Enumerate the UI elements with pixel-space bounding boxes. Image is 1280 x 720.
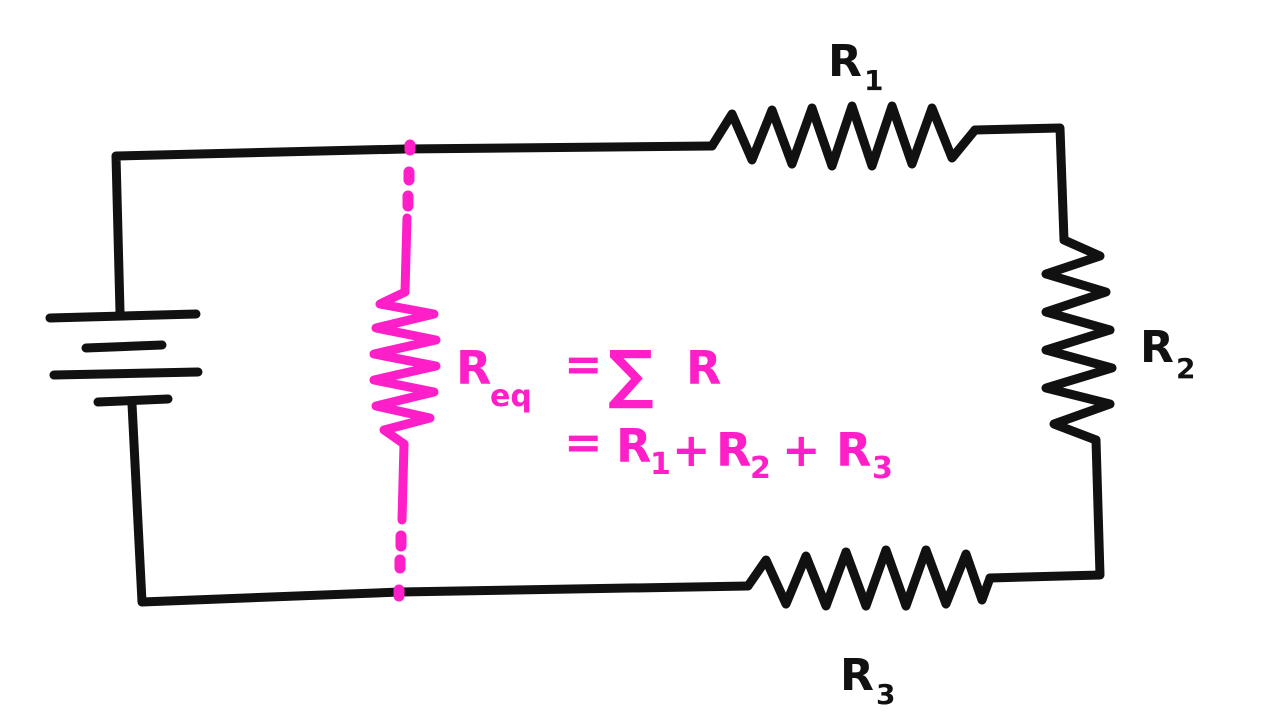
eq-line1-lhs-sub: eq (490, 379, 532, 414)
battery-plate-short-2 (93, 394, 173, 407)
resistor-r3 (743, 545, 995, 611)
label-r3-sub: 3 (876, 678, 895, 711)
label-r3: R 3 (840, 650, 895, 711)
label-r2: R 2 (1140, 322, 1195, 385)
label-r1-sub: 1 (864, 64, 883, 97)
label-r2-sub: 2 (1176, 352, 1195, 385)
label-r3-main: R (840, 650, 874, 701)
wire-bottom (127, 399, 753, 607)
eq-line2-r2-main: R (716, 423, 751, 477)
battery-plate-long-1 (45, 309, 201, 323)
eq-lead-bottom (397, 439, 409, 525)
eq-line2-r1-main: R (616, 419, 651, 473)
eq-line2-equals: = (564, 415, 603, 469)
eq-resistor-zigzag (369, 287, 441, 449)
equation: R eq = ∑ R = R 1 + R 2 + R 3 (456, 337, 893, 486)
battery-plate-long-2 (49, 367, 203, 380)
eq-line1-equals: = (564, 337, 603, 391)
eq-line2-r2-sub: 2 (750, 451, 771, 486)
equivalent-resistor (369, 139, 441, 602)
resistor-r1 (707, 101, 980, 171)
eq-lead-top (400, 213, 412, 297)
eq-line1-sum: ∑ (608, 338, 654, 412)
battery-plate-short-1 (81, 340, 167, 353)
eq-line2-r3-main: R (836, 423, 871, 477)
wires (111, 123, 1105, 607)
label-r1-main: R (828, 36, 862, 87)
wire-top-left (111, 141, 717, 317)
label-r1: R 1 (828, 36, 883, 97)
battery-symbol (45, 309, 203, 407)
eq-line2-r3-sub: 3 (872, 451, 893, 486)
resistor-r2 (1041, 235, 1117, 445)
eq-line1-rhs: R (686, 341, 721, 395)
wire-top-right (970, 123, 1069, 245)
wire-right-lower (985, 435, 1105, 583)
eq-line2-plus-1: + (672, 423, 711, 477)
label-r2-main: R (1140, 322, 1174, 373)
eq-line2-plus-2: + (782, 423, 821, 477)
eq-line1-lhs-main: R (456, 341, 491, 395)
eq-line2-r1-sub: 1 (650, 447, 671, 482)
